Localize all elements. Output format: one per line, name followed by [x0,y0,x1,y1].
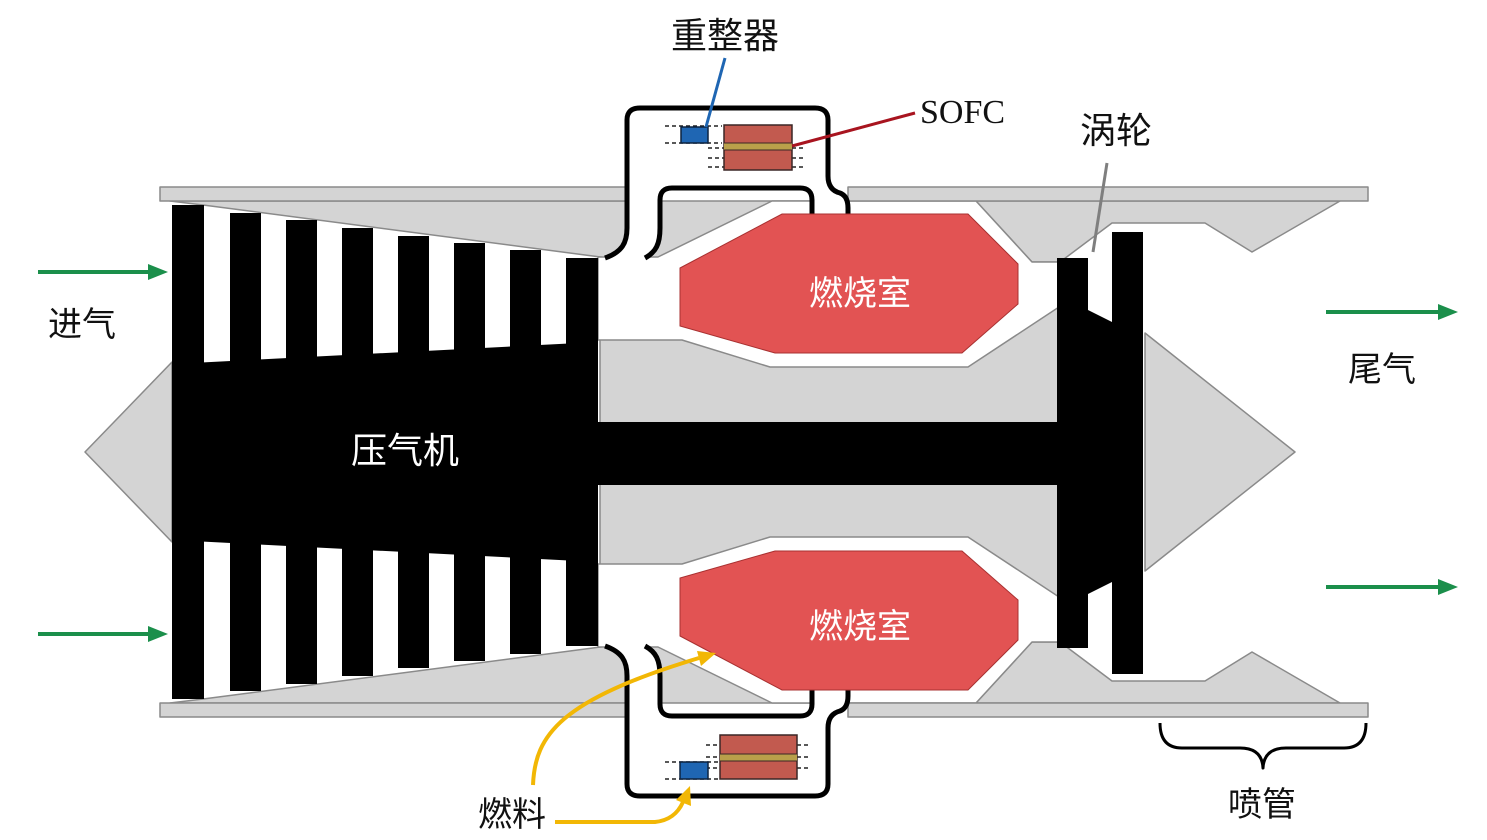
compressor-blade-7 [510,250,541,654]
sofc-duct-outer-wall-bottom [604,643,851,799]
compressor-blade-4 [342,228,373,676]
sofc-duct-inner-wall-top [643,185,815,261]
main-shaft [596,422,1062,485]
sofc-module-bottom [665,734,808,780]
combustion-chamber-top [679,213,1019,354]
sofc-electrolyte-top [724,143,792,150]
compressor-blade-8 [566,258,598,646]
combustor-top-label: 燃烧室 [809,275,911,313]
nozzle-label: 喷管 [1228,786,1296,824]
outer-casing-top-right [847,186,1369,202]
combustion-chamber-bottom [679,550,1019,691]
sofc-label: SOFC [920,94,1005,131]
turbine-leader-line [1091,162,1109,253]
intake-arrow-bottom-head [148,626,168,642]
fuel-arrow-combustor-head [697,651,716,666]
fuel-arrow-reformer-shaft [555,801,685,824]
nozzle-casing-bottom [975,641,1341,704]
compressor-hub [172,342,598,562]
fuel-label: 燃料 [478,796,546,834]
outer-casing-bottom-right [847,702,1369,718]
reformer-label: 重整器 [671,16,779,56]
tail-cone [1144,332,1296,572]
fuel-arrow-combustor-shaft [531,656,700,786]
exhaust-label: 尾气 [1348,351,1416,389]
compressor-blade-2 [230,213,261,691]
fuel-arrow-reformer-head [676,786,691,806]
reformer-block-top [680,126,709,144]
sofc-electrolyte-bottom [720,754,797,761]
turbine-label: 涡轮 [1080,111,1152,151]
nozzle-bracket [1158,722,1368,770]
sofc-module-top [665,124,806,171]
sofc-leader-line [791,111,916,148]
exhaust-arrow-top-head [1438,304,1458,320]
nozzle-casing-top [975,200,1341,263]
compressor-label: 压气机 [351,431,459,471]
compressor-blade-1 [172,205,204,699]
nose-cone [84,361,173,543]
intake-arrow-top-head [148,264,168,280]
compressor-blade-3 [286,220,317,684]
reformer-block-bottom [679,761,709,780]
sofc-duct-inner-wall-bottom [643,643,815,719]
sofc-duct-outer-wall-top [604,105,851,261]
combustor-bottom-label: 燃烧室 [809,608,911,646]
exhaust-arrow-bottom-head [1438,579,1458,595]
turbine-hub [1088,310,1112,594]
reformer-leader-line [704,57,727,128]
intake-label: 进气 [48,306,116,344]
outer-casing-top-left [159,186,628,202]
outer-casing-bottom-left [159,702,628,718]
turbine-blade-2 [1112,232,1143,674]
turbine-blade-1 [1057,258,1088,648]
compressor-blade-5 [398,236,429,668]
compressor-blade-6 [454,243,485,661]
